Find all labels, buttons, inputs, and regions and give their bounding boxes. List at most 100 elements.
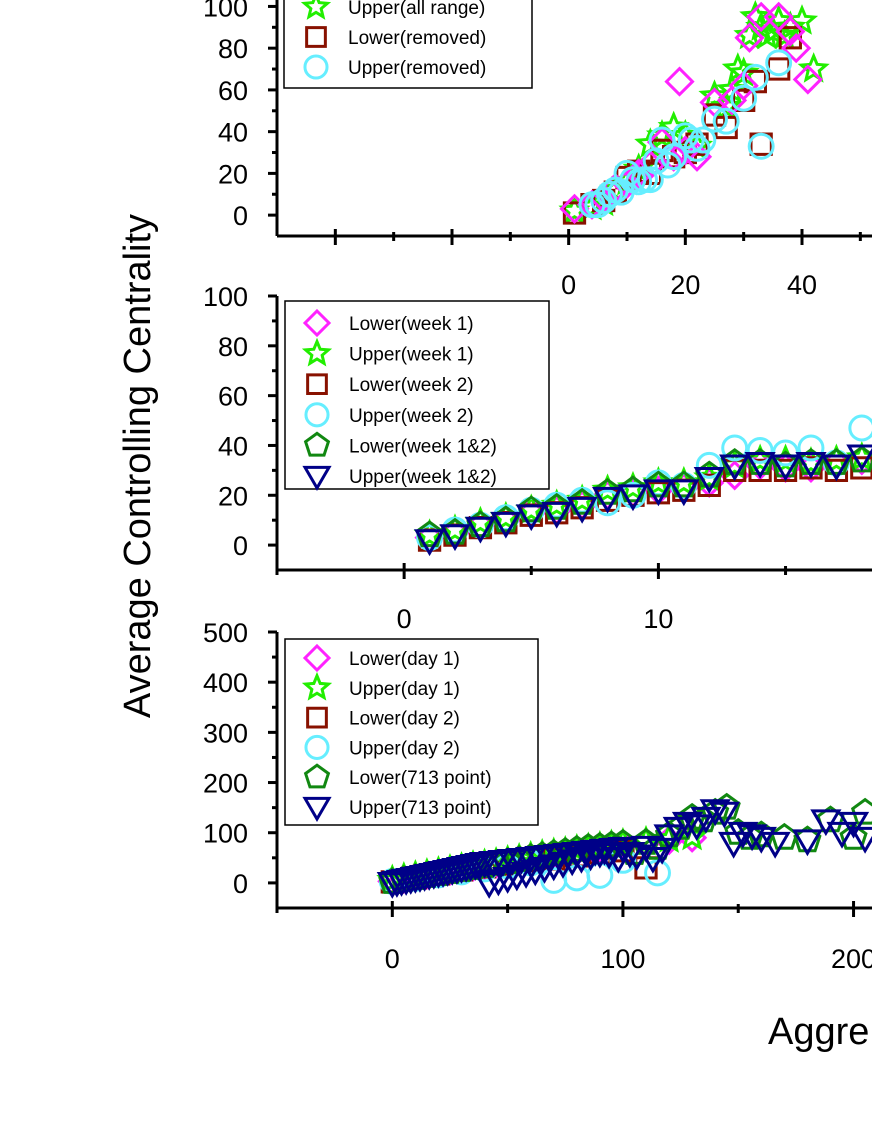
data-point xyxy=(492,867,524,894)
legend-label: Upper(week 1&2) xyxy=(349,467,497,488)
data-point xyxy=(607,836,639,864)
data-point xyxy=(820,454,853,482)
x-tick-label: 100 xyxy=(600,944,645,974)
data-point xyxy=(708,801,741,829)
legend-label: Upper(713 point) xyxy=(349,798,492,819)
data-point xyxy=(490,511,522,539)
data-point xyxy=(664,66,695,97)
data-point xyxy=(668,479,700,507)
y-tick-label: 60 xyxy=(218,382,248,412)
legend-label: Upper(day 1) xyxy=(349,679,460,700)
x-tick-label: 10 xyxy=(643,604,673,634)
x-tick-label: 0 xyxy=(561,270,576,300)
data-point xyxy=(797,434,825,462)
y-tick-label: 100 xyxy=(203,0,248,22)
data-point xyxy=(699,799,731,827)
legend-marker xyxy=(301,337,333,367)
data-point xyxy=(734,22,765,53)
x-tick-label: 20 xyxy=(670,270,700,300)
data-point xyxy=(727,821,759,849)
legend-label: Lower(week 2) xyxy=(349,375,474,396)
data-point xyxy=(482,869,515,897)
data-point xyxy=(848,414,872,442)
y-tick-label: 500 xyxy=(203,618,248,648)
y-tick-label: 0 xyxy=(233,531,248,561)
x-tick-label: 0 xyxy=(385,944,400,974)
legend: Lower(day 1)Upper(day 1)Lower(day 2)Uppe… xyxy=(284,638,539,826)
data-point xyxy=(730,84,758,112)
y-tick-label: 40 xyxy=(218,118,248,148)
data-point xyxy=(695,451,723,479)
legend-label: Upper(week 2) xyxy=(349,406,474,427)
data-point xyxy=(636,166,664,194)
data-point xyxy=(741,63,769,91)
data-point xyxy=(746,436,774,464)
y-axis-title: Average Controlling Centrality xyxy=(117,214,159,718)
data-point xyxy=(566,496,598,524)
y-tick-label: 400 xyxy=(203,668,248,698)
legend-label: Upper(week 1) xyxy=(349,345,474,366)
y-tick-label: 80 xyxy=(218,34,248,64)
data-point xyxy=(797,52,830,83)
data-point xyxy=(473,872,505,899)
x-axis-title: Aggre xyxy=(768,1011,869,1053)
legend-label: Lower(removed) xyxy=(348,28,486,49)
data-point xyxy=(643,832,672,860)
legend-frame xyxy=(284,638,539,826)
data-point xyxy=(416,524,444,552)
data-point xyxy=(774,10,807,41)
legend-marker xyxy=(305,26,327,48)
data-point xyxy=(697,473,721,497)
legend-marker xyxy=(303,431,331,457)
legend-marker xyxy=(303,54,329,80)
legend-marker xyxy=(302,796,332,822)
data-point xyxy=(795,452,827,479)
data-point xyxy=(559,193,590,224)
legend-marker xyxy=(300,0,332,20)
data-point xyxy=(591,486,624,514)
legend-marker xyxy=(304,734,330,760)
data-point xyxy=(654,151,682,179)
data-point xyxy=(837,811,870,839)
y-tick-label: 200 xyxy=(203,769,248,799)
data-point xyxy=(791,829,824,857)
y-tick-label: 80 xyxy=(218,332,248,362)
data-point xyxy=(767,57,791,81)
data-point xyxy=(617,484,649,512)
legend-label: Upper(all range) xyxy=(348,0,485,19)
data-point xyxy=(728,70,759,101)
data-point xyxy=(745,826,777,854)
data-point xyxy=(596,180,623,208)
data-point xyxy=(614,841,646,869)
legend-marker xyxy=(306,373,328,396)
y-tick-label: 40 xyxy=(218,431,248,461)
legend-marker xyxy=(301,671,333,701)
data-point xyxy=(594,489,622,517)
data-point xyxy=(642,479,675,507)
data-point xyxy=(792,64,823,95)
data-point xyxy=(736,824,768,852)
data-point xyxy=(748,458,772,483)
series-triangle-down xyxy=(376,799,872,899)
data-point xyxy=(759,831,791,859)
legend-label: Upper(day 2) xyxy=(349,738,460,759)
legend-marker xyxy=(302,308,332,338)
data-point xyxy=(646,837,678,865)
data-point xyxy=(773,458,798,483)
data-point xyxy=(719,454,751,482)
series-circle xyxy=(578,49,793,219)
data-point xyxy=(515,504,547,532)
legend-marker xyxy=(302,465,332,491)
data-point xyxy=(799,456,823,480)
legend-label: Lower(week 1) xyxy=(349,314,474,335)
y-tick-label: 0 xyxy=(233,201,248,231)
data-point xyxy=(765,49,793,77)
y-tick-label: 100 xyxy=(203,819,248,849)
data-point xyxy=(701,105,728,133)
x-tick-label: 200 xyxy=(831,944,872,974)
legend-frame xyxy=(284,300,550,490)
data-point xyxy=(778,26,802,50)
